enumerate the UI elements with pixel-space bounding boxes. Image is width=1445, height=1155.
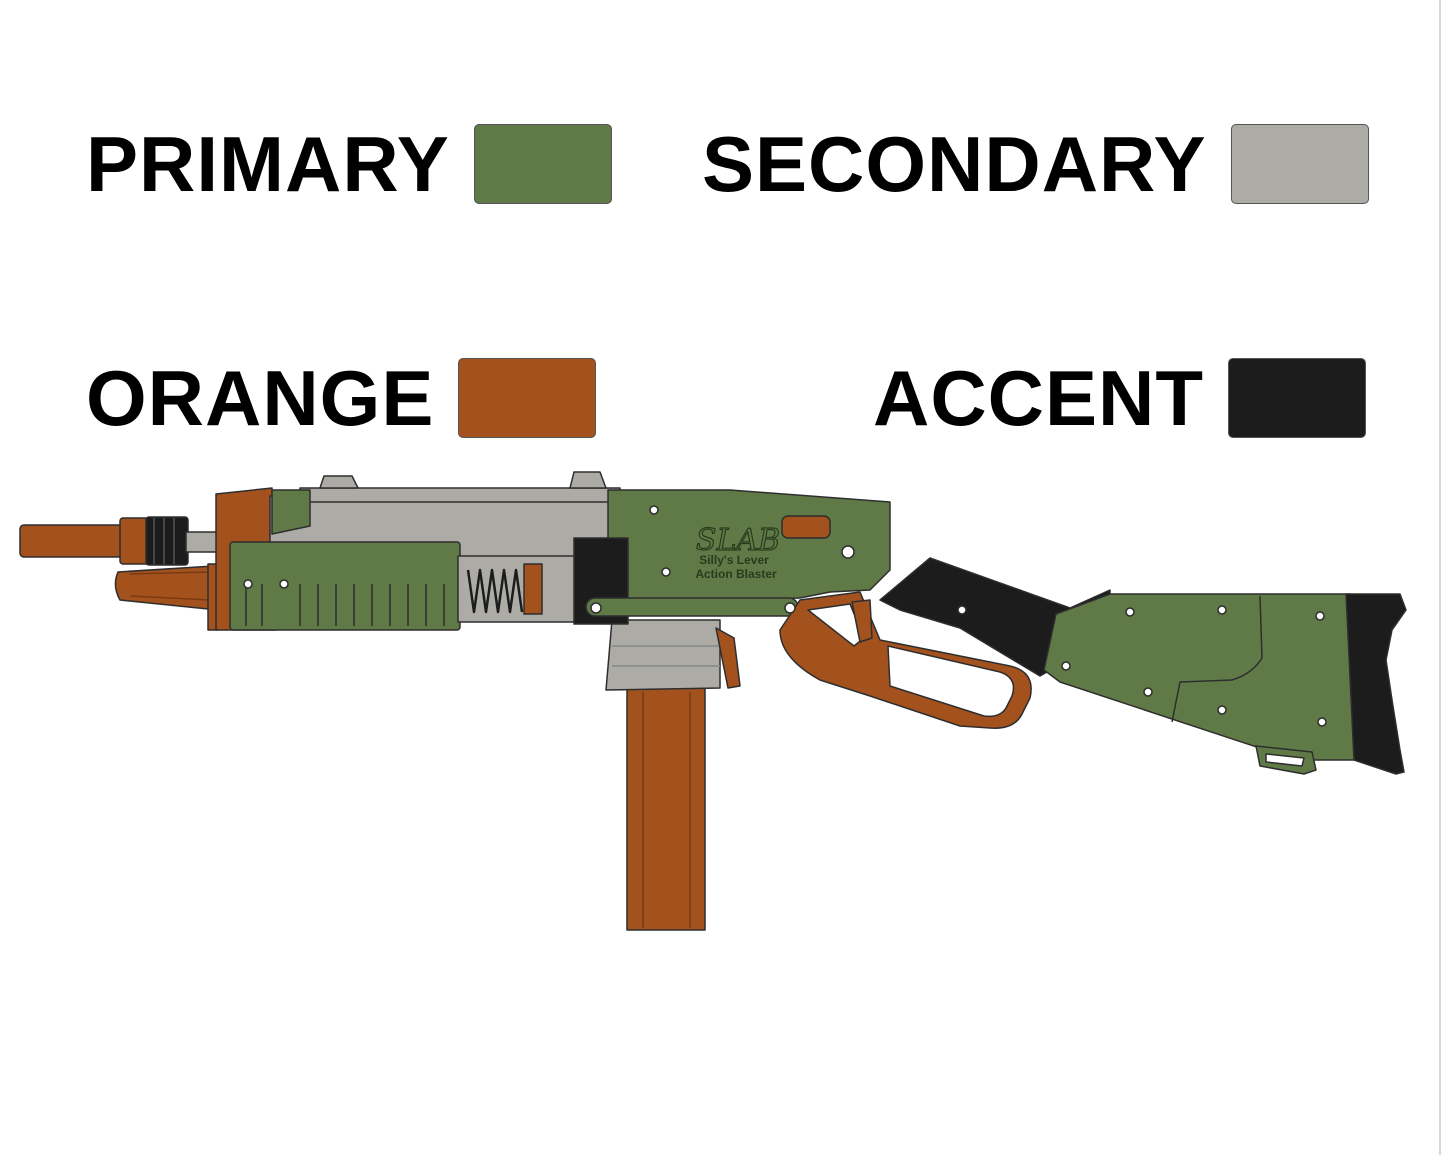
engraving-line1: Silly's Lever <box>699 553 769 567</box>
legend-accent-label: ACCENT <box>873 354 1204 442</box>
engraving-line2: Action Blaster <box>695 567 777 581</box>
magazine <box>626 687 706 931</box>
grip-tab <box>715 627 741 689</box>
spring-icon <box>466 568 524 614</box>
secondary-color-swatch <box>1230 124 1369 204</box>
muzzle-tube <box>19 524 129 558</box>
stock <box>1043 593 1357 761</box>
spring-cap <box>523 563 543 615</box>
lever-window-lower <box>887 645 1015 718</box>
orange-color-swatch <box>458 358 597 438</box>
legend-secondary: SECONDARY <box>702 124 1369 204</box>
trigger <box>851 599 873 643</box>
accent-color-swatch <box>1228 358 1366 438</box>
engraving: SLAB Silly's Lever Action Blaster <box>695 522 780 581</box>
front-sight <box>319 475 359 489</box>
engraving-logo: SLAB <box>696 523 780 558</box>
charging-handle <box>781 515 831 539</box>
screw-icons <box>243 505 1327 727</box>
upper-shroud <box>271 489 311 535</box>
rear-sight <box>569 471 607 489</box>
legend-primary: PRIMARY <box>86 124 612 204</box>
buttpad <box>1345 593 1407 775</box>
blaster-illustration: SLAB Silly's Lever Action Blaster <box>19 471 1407 931</box>
forend-ribs <box>245 584 445 626</box>
link-bar <box>585 597 799 617</box>
legend-primary-label: PRIMARY <box>86 120 450 208</box>
magazine-well <box>605 619 721 691</box>
muzzle-collar <box>145 516 189 566</box>
legend-orange: ORANGE <box>86 354 597 442</box>
legend-secondary-label: SECONDARY <box>702 120 1207 208</box>
legend-accent: ACCENT <box>873 358 1366 438</box>
right-edge-line <box>1439 0 1441 1155</box>
primary-color-swatch <box>473 124 612 204</box>
top-rail <box>299 487 621 503</box>
legend-orange-label: ORANGE <box>86 354 435 442</box>
